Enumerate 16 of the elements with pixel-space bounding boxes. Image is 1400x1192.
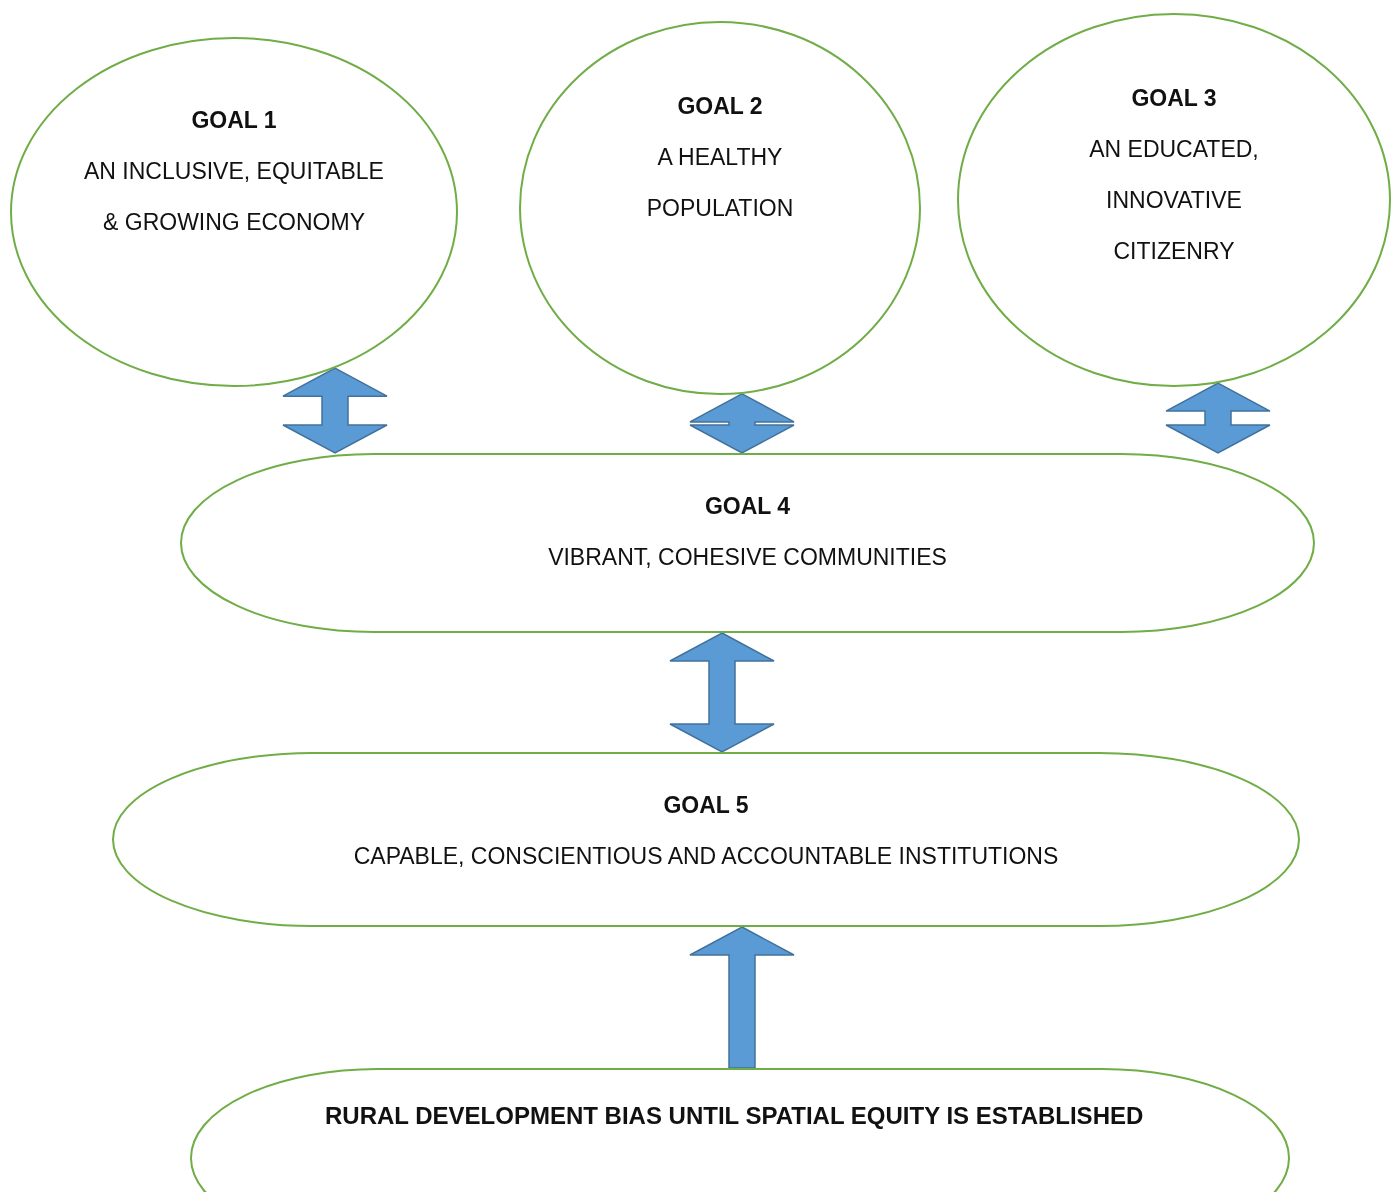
foundation-heading: RURAL DEVELOPMENT BIAS UNTIL SPATIAL EQUITY IS ESTABLISHED [324, 1101, 1145, 1131]
goal-description: VIBRANT, COHESIVE COMMUNITIES [547, 543, 948, 572]
goal-heading: GOAL 3 [1130, 84, 1218, 113]
block-arrow [282, 367, 388, 454]
goal-description: AN INCLUSIVE, EQUITABLE & GROWING ECONOMY [84, 157, 384, 237]
block-arrow [689, 393, 795, 454]
block-arrow [689, 926, 795, 1069]
goal-description: AN EDUCATED, INNOVATIVE CITIZENRY [1088, 135, 1260, 266]
goal-description: CAPABLE, CONSCIENTIOUS AND ACCOUNTABLE INSTITUTIONS [352, 842, 1060, 871]
goal-heading: GOAL 5 [662, 791, 750, 820]
goal-description: A HEALTHY POPULATION [645, 143, 795, 223]
goal-heading: GOAL 1 [190, 106, 278, 135]
block-arrow [669, 632, 775, 753]
goal-heading: GOAL 2 [676, 92, 764, 121]
block-arrow [1165, 382, 1271, 454]
goal-heading: GOAL 4 [703, 492, 792, 521]
